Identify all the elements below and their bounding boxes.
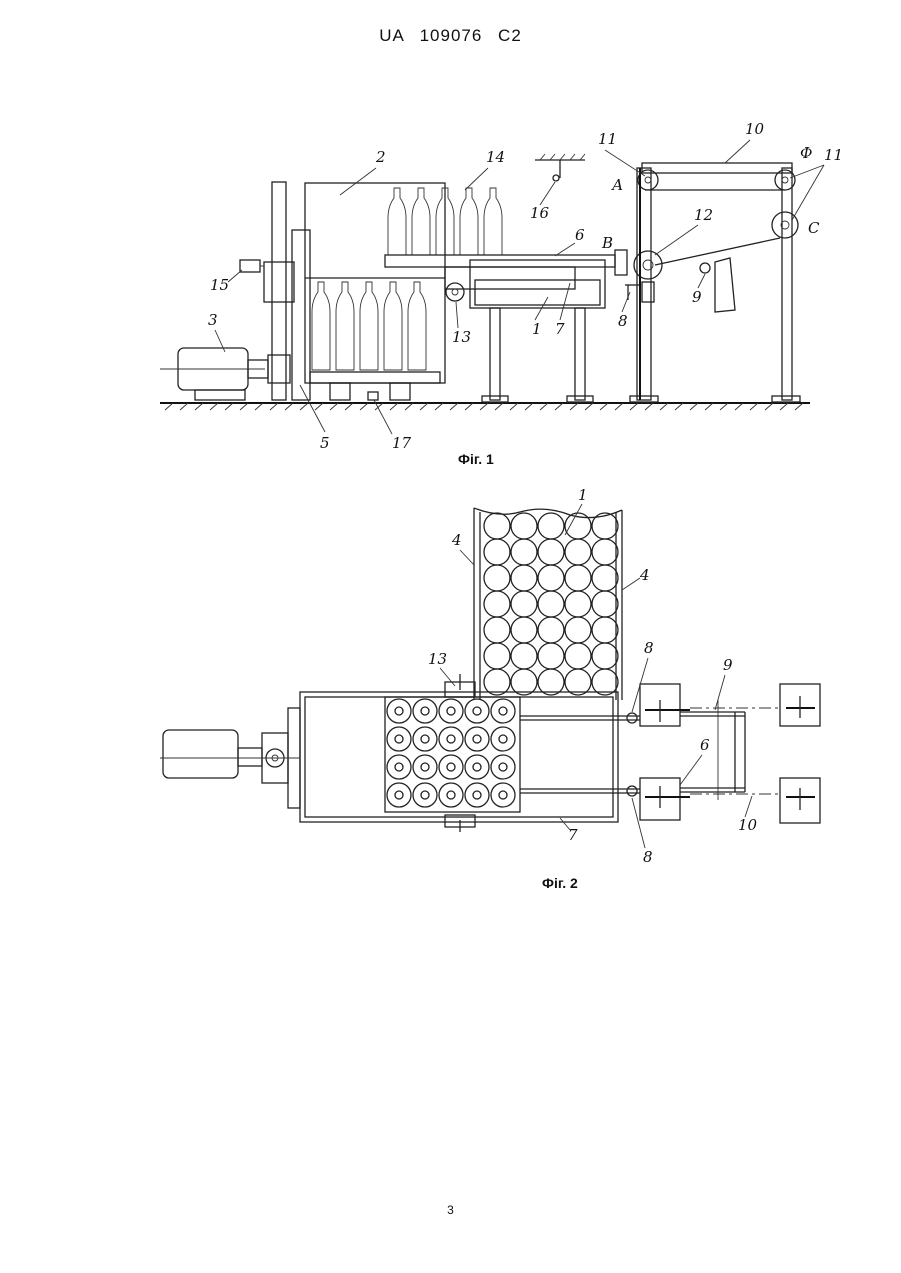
bottle-circle (538, 591, 564, 617)
roller-outer (413, 727, 437, 751)
label-8-top: 8 (644, 639, 654, 657)
bottle-circle (511, 643, 537, 669)
roller-inner (473, 791, 481, 799)
roller-outer (491, 783, 515, 807)
bottle-circle (484, 565, 510, 591)
label-10: 10 (738, 816, 758, 834)
roller-outer (491, 727, 515, 751)
roller-outer (439, 727, 463, 751)
roller-inner (473, 735, 481, 743)
roller-outer (387, 699, 411, 723)
bottle-circle (538, 513, 564, 539)
label-6: 6 (700, 736, 710, 754)
roller-outer (387, 783, 411, 807)
roller-outer (387, 727, 411, 751)
roller-inner (447, 707, 455, 715)
roller-inner (499, 735, 507, 743)
bottle-circle (511, 513, 537, 539)
bottle-circle (484, 643, 510, 669)
page-number: 3 (0, 1203, 901, 1217)
roller-inner (421, 735, 429, 743)
bottle-circle (565, 643, 591, 669)
bottle-circle (484, 513, 510, 539)
bottle-circle (565, 669, 591, 695)
roller-inner (395, 763, 403, 771)
bottle-circle (484, 539, 510, 565)
roller-inner (421, 707, 429, 715)
belt-9-10 (680, 700, 780, 800)
bottle-circle (592, 669, 618, 695)
bottle-circle (484, 617, 510, 643)
roller-outer (465, 727, 489, 751)
bottle-circle (538, 643, 564, 669)
bottle-circle (565, 539, 591, 565)
roller-outer (465, 755, 489, 779)
roller-outer (491, 755, 515, 779)
bottle-circle (565, 617, 591, 643)
roller-inner (499, 707, 507, 715)
roller-outer (491, 699, 515, 723)
roller-outer (387, 755, 411, 779)
bottle-circle (538, 617, 564, 643)
bottle-circle (511, 669, 537, 695)
roller-outer (439, 783, 463, 807)
bottle-circle (538, 539, 564, 565)
roller-inner (447, 763, 455, 771)
roller-inner (395, 735, 403, 743)
figure-2-caption: Фіг. 2 (542, 875, 578, 891)
hopper-walls-4 (474, 508, 622, 700)
bottle-circle (592, 617, 618, 643)
label-9: 9 (723, 656, 733, 674)
figure-2-drawing: 1 4 4 13 8 9 6 10 7 8 (0, 0, 901, 900)
rollers-top-view (387, 699, 515, 807)
roller-inner (421, 791, 429, 799)
bottle-circle (592, 539, 618, 565)
roller-inner (395, 791, 403, 799)
bottle-circle (592, 591, 618, 617)
roller-outer (465, 783, 489, 807)
bottle-circle (511, 591, 537, 617)
roller-inner (395, 707, 403, 715)
roller-outer (413, 755, 437, 779)
roller-outer (413, 699, 437, 723)
roller-outer (439, 755, 463, 779)
label-4-left: 4 (451, 531, 462, 549)
bottle-grid-1 (484, 513, 618, 695)
bottle-circle (592, 565, 618, 591)
roller-outer (439, 699, 463, 723)
roller-inner (473, 707, 481, 715)
roller-inner (447, 791, 455, 799)
roller-inner (447, 735, 455, 743)
roller-outer (413, 783, 437, 807)
label-13: 13 (428, 650, 447, 668)
bottle-circle (565, 591, 591, 617)
bottle-circle (538, 565, 564, 591)
bottle-circle (565, 565, 591, 591)
roller-inner (499, 763, 507, 771)
bottle-circle (484, 591, 510, 617)
label-4-right: 4 (639, 566, 650, 584)
end-pulley-top (780, 684, 820, 726)
bottle-circle (592, 643, 618, 669)
roller-inner (499, 791, 507, 799)
label-1: 1 (578, 486, 588, 504)
mechanism-upper (627, 684, 690, 726)
bottle-circle (511, 539, 537, 565)
end-pulley-bottom (780, 778, 820, 823)
bottle-circle (484, 669, 510, 695)
bottle-circle (538, 669, 564, 695)
roller-inner (473, 763, 481, 771)
roller-outer (465, 699, 489, 723)
bottle-circle (511, 565, 537, 591)
bottle-circle (511, 617, 537, 643)
bottle-circle (592, 513, 618, 539)
roller-inner (421, 763, 429, 771)
label-8-bottom: 8 (643, 848, 653, 866)
